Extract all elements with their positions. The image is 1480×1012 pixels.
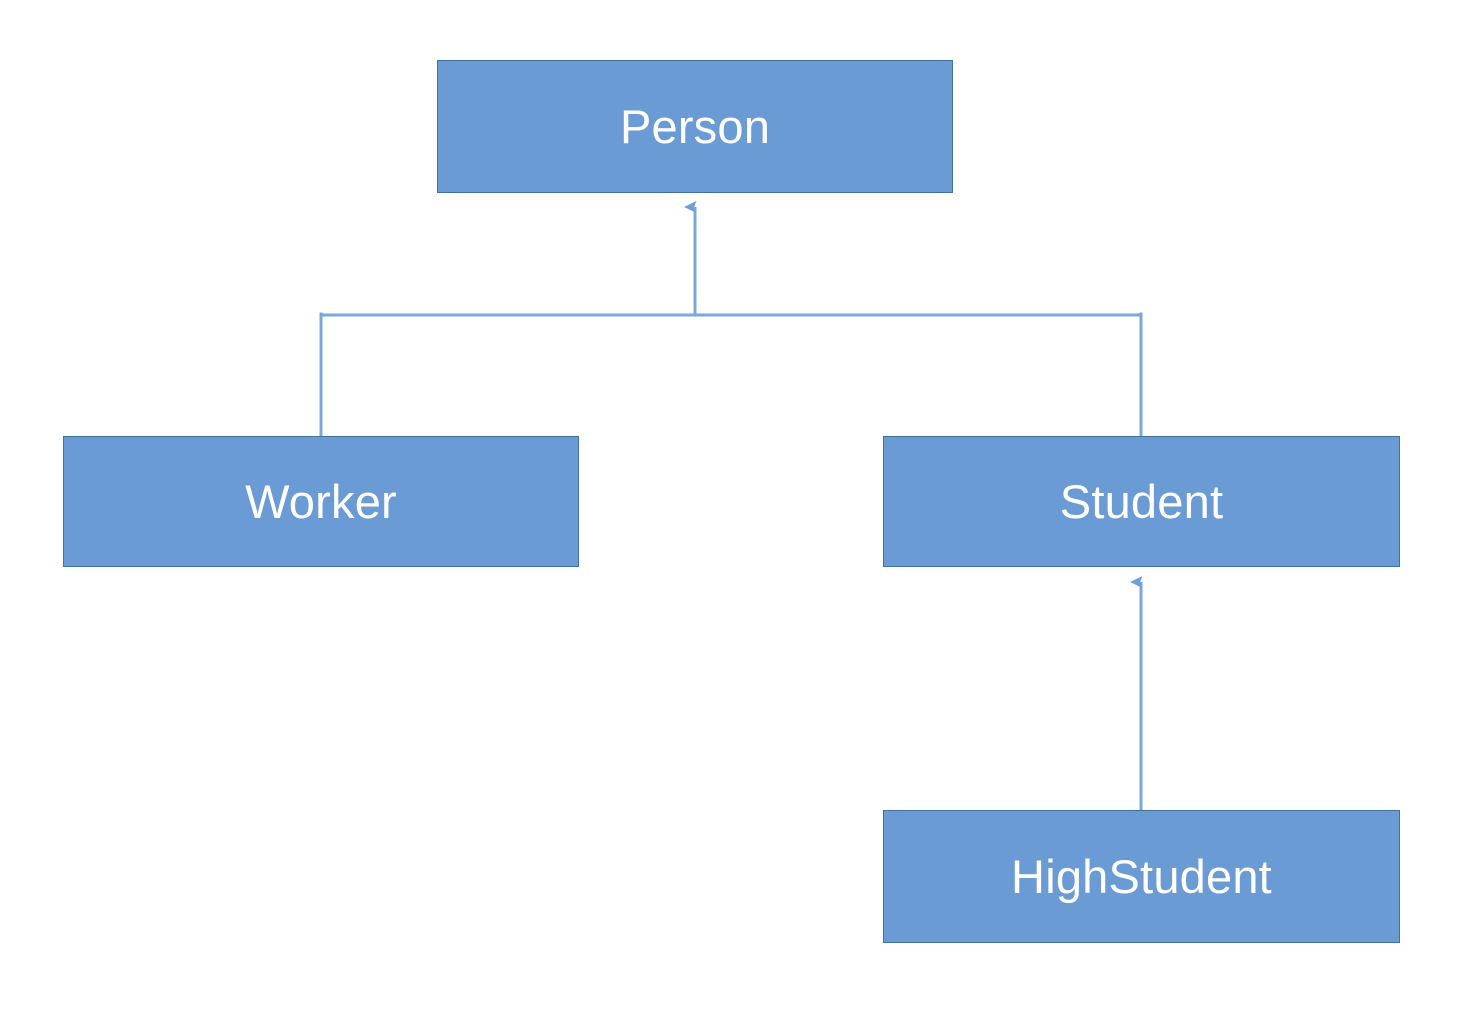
class-node-worker[interactable]: Worker	[63, 436, 579, 567]
class-node-student[interactable]: Student	[883, 436, 1400, 567]
class-node-person[interactable]: Person	[437, 60, 953, 193]
class-node-worker-label: Worker	[245, 475, 397, 528]
class-node-highstudent-label: HighStudent	[1011, 850, 1272, 903]
class-node-person-label: Person	[619, 100, 771, 153]
class-node-student-label: Student	[1059, 475, 1224, 528]
class-node-highstudent[interactable]: HighStudent	[883, 810, 1400, 943]
